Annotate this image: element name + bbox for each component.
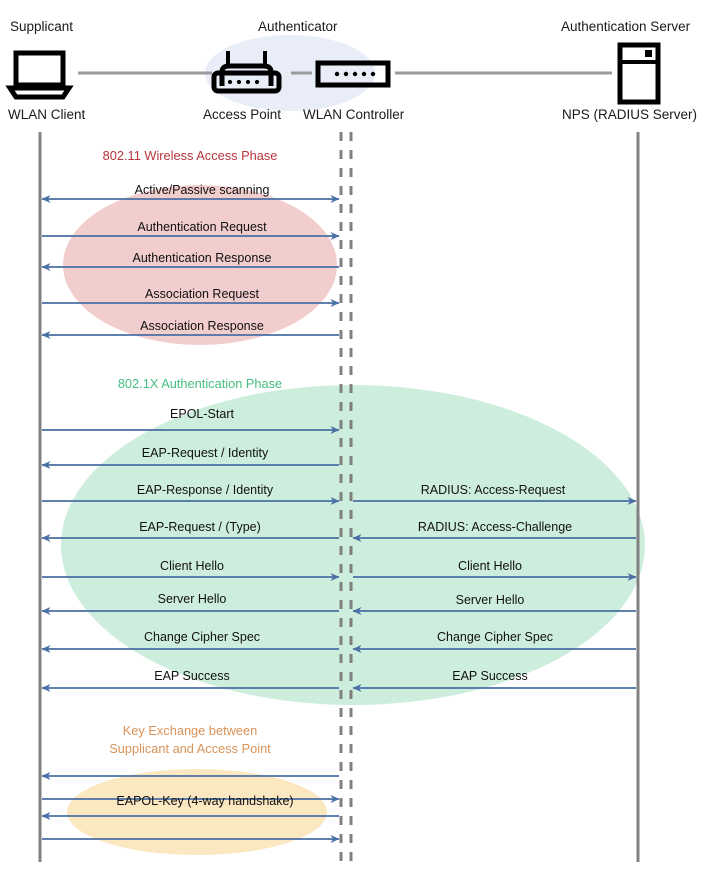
laptop-icon bbox=[5, 50, 74, 100]
node-device-nps: NPS (RADIUS Server) bbox=[562, 107, 698, 122]
phase-label-80211: 802.11 Wireless Access Phase bbox=[102, 148, 278, 163]
phase-ellipse-key-exchange bbox=[67, 769, 327, 855]
msg-label-active-passive-scanning: Active/Passive scanning bbox=[134, 183, 270, 197]
msg-label-server-hello-right: Server Hello bbox=[455, 593, 525, 607]
msg-label-change-cipher-spec-right: Change Cipher Spec bbox=[436, 630, 554, 644]
msg-label-client-hello-right: Client Hello bbox=[458, 559, 522, 573]
msg-label-eapol-start: EPOL-Start bbox=[170, 407, 234, 421]
msg-label-eap-request-type: EAP-Request / (Type) bbox=[139, 520, 261, 534]
switch-icon bbox=[315, 60, 391, 88]
msg-label-association-response: Association Response bbox=[140, 319, 264, 333]
msg-label-eapol-key-handshake: EAPOL-Key (4-way handshake) bbox=[116, 794, 294, 808]
msg-label-association-request: Association Request bbox=[145, 287, 259, 301]
msg-label-authentication-response: Authentication Response bbox=[132, 251, 272, 265]
msg-label-eap-success-right: EAP Success bbox=[452, 669, 528, 683]
msg-label-server-hello-left: Server Hello bbox=[157, 592, 227, 606]
msg-label-radius-access-challenge: RADIUS: Access-Challenge bbox=[417, 520, 573, 534]
node-role-authenticator: Authenticator bbox=[258, 19, 338, 34]
msg-label-eap-request-identity: EAP-Request / Identity bbox=[141, 446, 269, 460]
node-role-supplicant: Supplicant bbox=[10, 19, 74, 34]
msg-label-eap-success-left: EAP Success bbox=[154, 669, 230, 683]
phase-ellipse-8021x bbox=[61, 385, 645, 705]
node-role-authentication-server: Authentication Server bbox=[561, 19, 691, 34]
msg-label-authentication-request: Authentication Request bbox=[137, 220, 267, 234]
node-device-wlan-client: WLAN Client bbox=[8, 107, 86, 122]
server-icon bbox=[617, 42, 661, 105]
msg-label-change-cipher-spec-left: Change Cipher Spec bbox=[143, 630, 261, 644]
msg-label-client-hello-left: Client Hello bbox=[160, 559, 224, 573]
router-icon bbox=[211, 51, 282, 94]
phase-label-8021x: 802.1X Authentication Phase bbox=[117, 376, 283, 391]
msg-label-radius-access-request: RADIUS: Access-Request bbox=[420, 483, 566, 497]
phase-label-key-exchange-line2: Supplicant and Access Point bbox=[109, 741, 271, 756]
node-device-access-point: Access Point bbox=[203, 107, 282, 122]
phase-ellipse-80211 bbox=[63, 185, 337, 345]
node-device-wlan-controller: WLAN Controller bbox=[303, 107, 405, 122]
phase-label-key-exchange-line1: Key Exchange between bbox=[122, 723, 258, 738]
msg-label-eap-response-identity: EAP-Response / Identity bbox=[136, 483, 274, 497]
